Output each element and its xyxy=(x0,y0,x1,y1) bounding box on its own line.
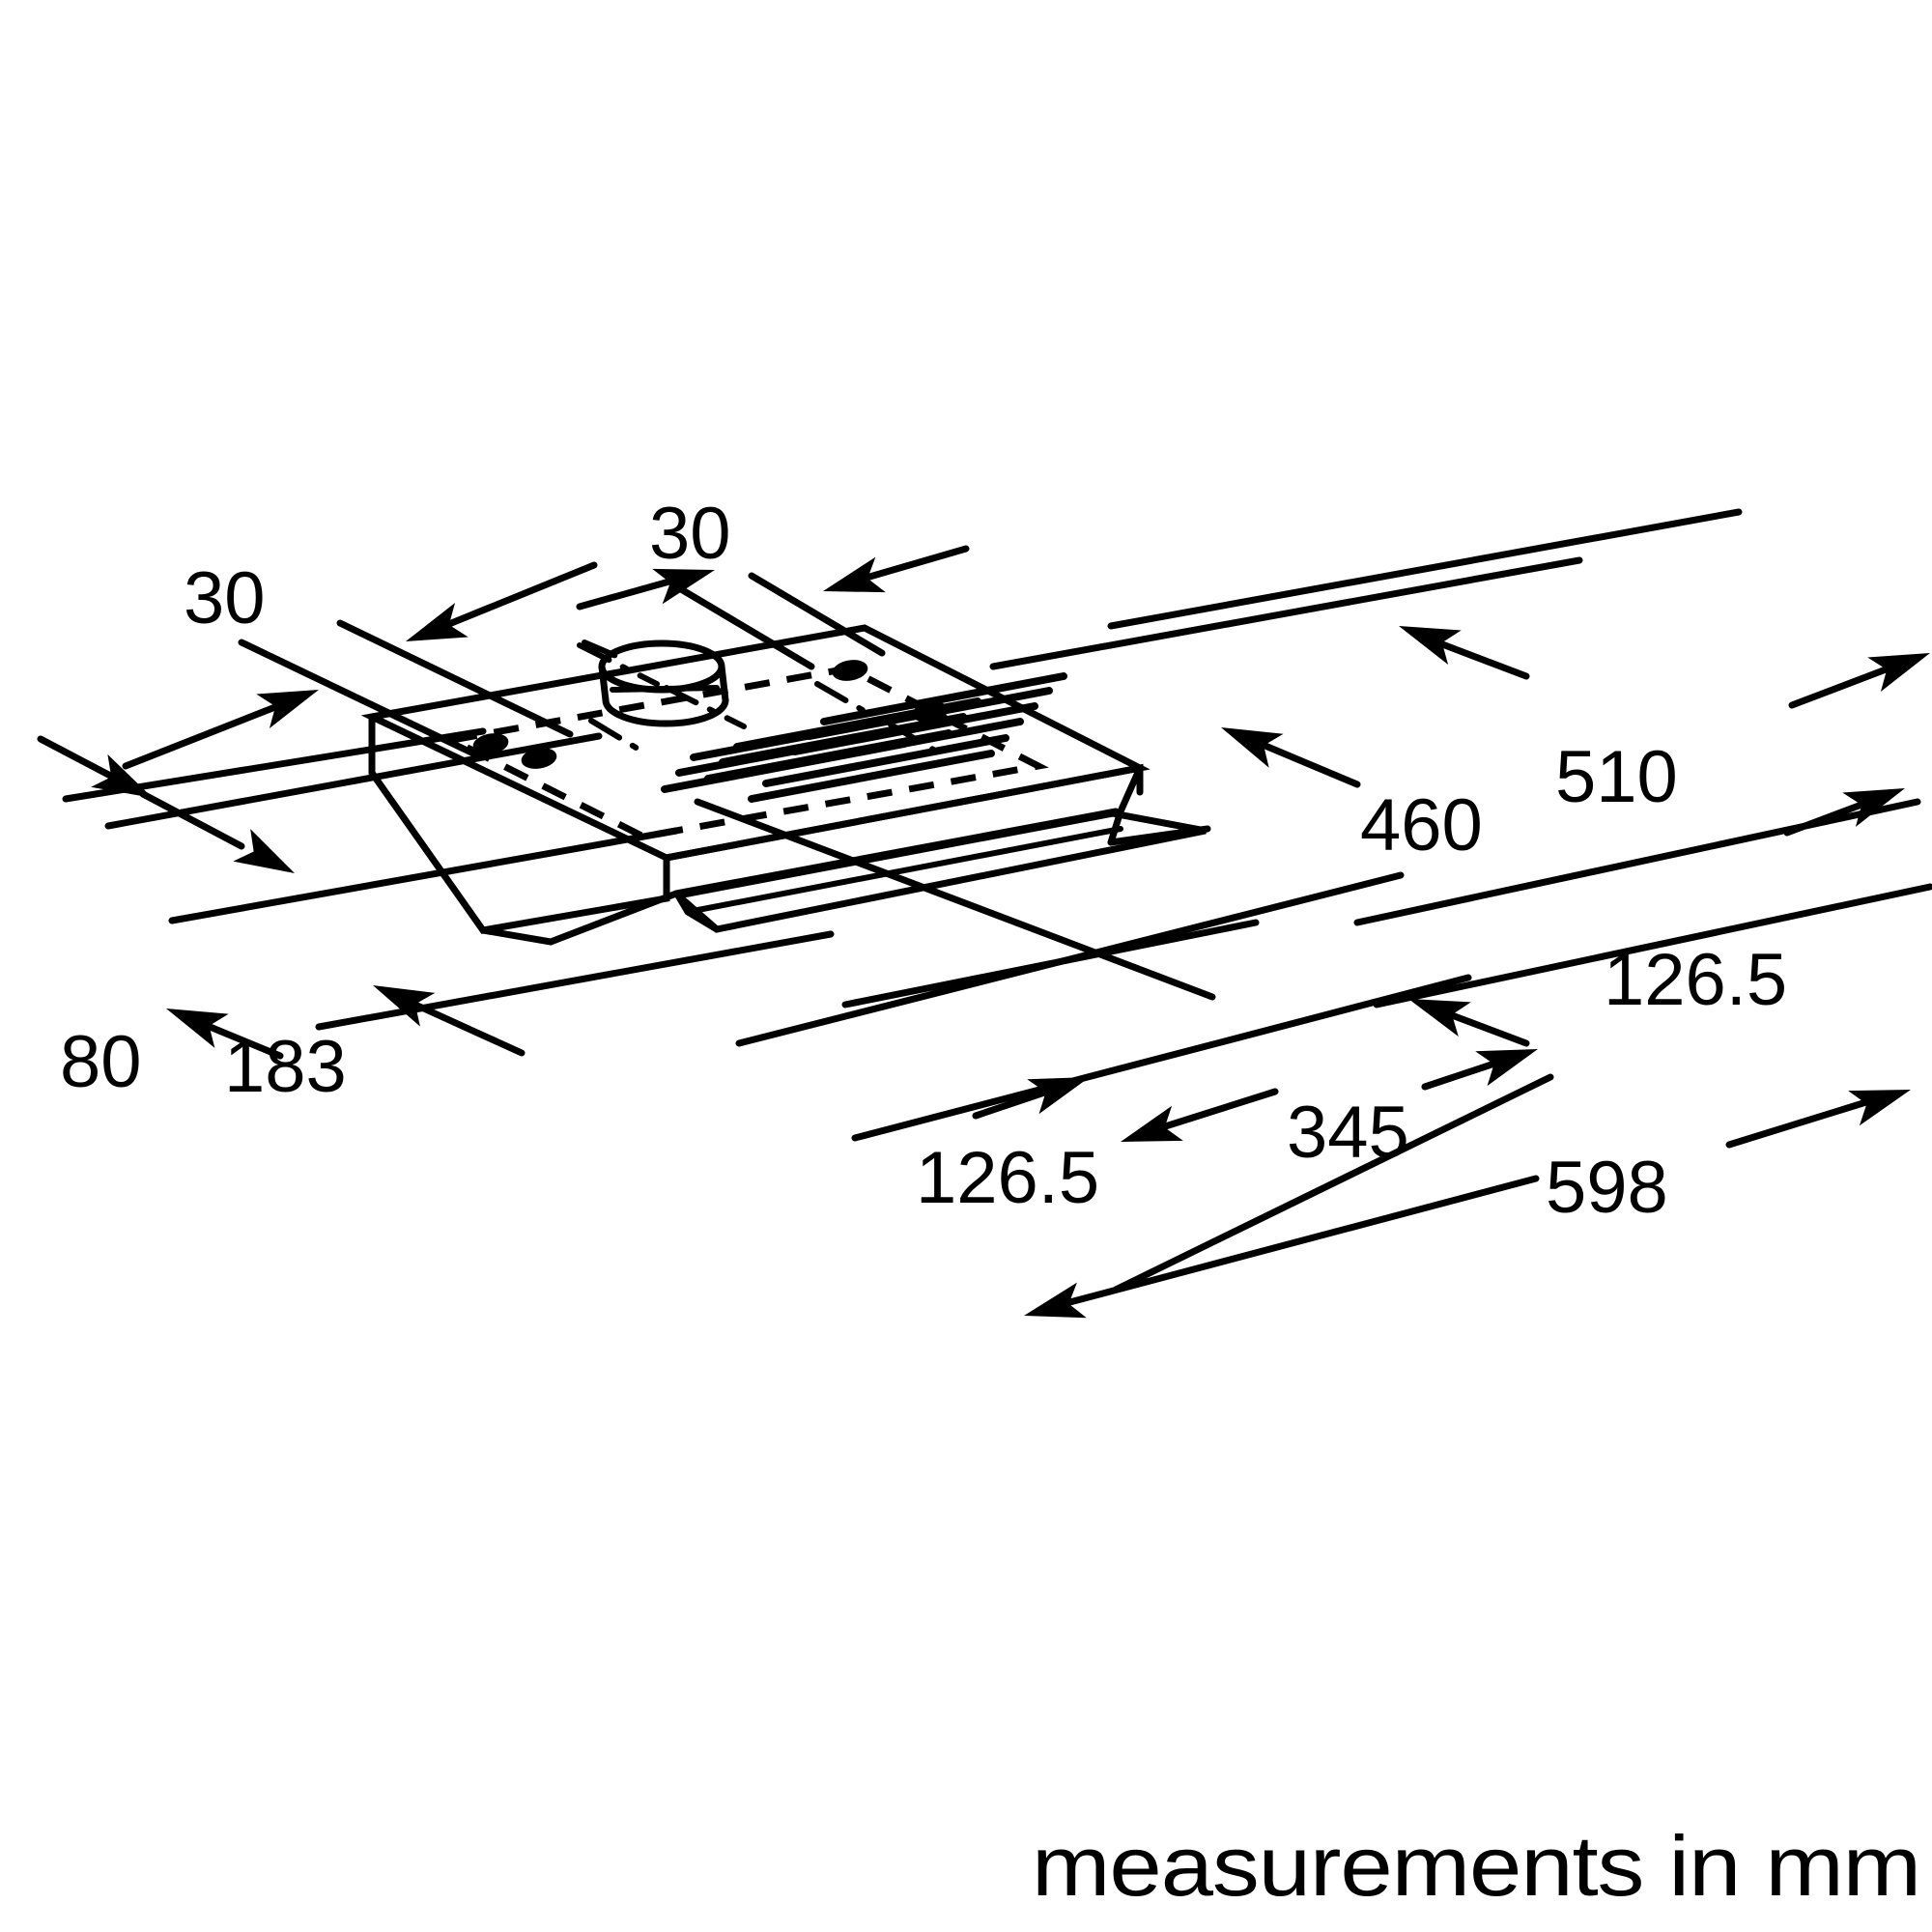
dim-345: 345 xyxy=(694,798,1545,1174)
front-visor-inner-edge xyxy=(685,826,1123,915)
dim-183-lead-in xyxy=(139,790,245,850)
outlet-bottom-arc xyxy=(602,696,729,727)
dim-30-center-arrow-out xyxy=(817,556,886,610)
dim-598-lead-in xyxy=(1059,1175,1540,1308)
dim-top-center-30: 30 xyxy=(576,493,970,670)
dim-label-510: 510 xyxy=(1555,736,1678,818)
dim-80-lead-in xyxy=(37,735,120,782)
dim-30-left-arrow-out xyxy=(399,603,469,659)
dim-598-arrow-right xyxy=(1848,1071,1917,1126)
dim-30-center-lead-in xyxy=(576,576,680,611)
dim-b1265-ext-b xyxy=(851,974,1472,1142)
dim-80-lead-out xyxy=(199,1020,284,1060)
hood-body xyxy=(360,624,1211,946)
dim-183-ext-a xyxy=(168,827,680,924)
dim-460-ext-line xyxy=(989,556,1583,670)
dim-510-lead-out xyxy=(1788,663,1897,709)
hood-front-panel xyxy=(663,763,1144,862)
dim-80-arrow-out xyxy=(158,991,229,1048)
dim-183-lead-out xyxy=(412,1001,526,1057)
dim-510-arrow-right xyxy=(1867,636,1932,692)
dim-30-left-lead-out xyxy=(436,561,598,632)
dim-30-left-ext-b xyxy=(336,619,574,738)
dim-label-80: 80 xyxy=(60,1021,142,1103)
dim-bottom-126-5: 126.5 xyxy=(735,871,1472,1219)
dim-30-left-lead-in xyxy=(122,699,289,770)
dim-top-left-30: 30 xyxy=(122,557,598,770)
dim-30-center-ext-a xyxy=(677,585,815,670)
outlet-wall-left xyxy=(598,663,610,704)
dim-label-30-center: 30 xyxy=(649,493,731,575)
hole-pattern-rectangle xyxy=(441,665,1049,840)
hood-front-chamfer xyxy=(479,890,680,946)
dim-598: 598 xyxy=(1019,1071,1917,1334)
dim-183: 183 xyxy=(139,790,835,1108)
grease-filter-grille xyxy=(661,672,1067,803)
dim-80-ext-b xyxy=(104,732,603,830)
dim-183-arrow-in xyxy=(233,829,303,890)
dim-345-ext-a xyxy=(694,798,1216,1001)
dim-label-598: 598 xyxy=(1546,1147,1668,1229)
air-outlet-spigot xyxy=(577,639,747,729)
outlet-wall-right xyxy=(718,663,729,704)
dim-b1265-lead-in xyxy=(972,1086,1057,1120)
dim-r1265-ext-b xyxy=(1373,883,1932,1009)
dim-598-arrow-left xyxy=(1019,1282,1087,1334)
dim-345-lead-in xyxy=(1155,1088,1279,1132)
dim-460-arrow-left xyxy=(1213,710,1284,768)
dim-460-arrow-right xyxy=(1392,609,1462,665)
dim-460-lead-in xyxy=(1257,740,1361,788)
mounting-hole-front-right xyxy=(912,701,949,723)
dim-460: 460 xyxy=(989,556,1583,867)
dim-right-126-5: 126.5 xyxy=(1353,771,1932,1047)
dim-598-ext-a xyxy=(1112,1073,1554,1293)
dim-345-lead-out xyxy=(1421,1059,1501,1091)
dim-460-lead-out xyxy=(1434,639,1530,680)
dim-label-30-left: 30 xyxy=(184,557,266,639)
dim-label-bottom-126-5: 126.5 xyxy=(916,1137,1099,1219)
mounting-hole-rear-right xyxy=(832,660,868,681)
dim-30-left-ext-a xyxy=(238,639,477,757)
dim-r1265-lead-in xyxy=(1440,1009,1530,1047)
dim-80: 80 xyxy=(37,727,603,1103)
dim-30-center-ext-b xyxy=(748,572,886,657)
measurement-units-note: measurements in mm xyxy=(1032,1818,1920,1914)
dim-label-183: 183 xyxy=(224,1026,347,1108)
dim-b1265-ext-a xyxy=(735,871,1405,1047)
dim-label-345: 345 xyxy=(1287,1092,1409,1174)
dim-345-arrow-left xyxy=(1115,1105,1183,1160)
dim-label-460: 460 xyxy=(1360,784,1483,867)
front-visor-outline xyxy=(670,810,1207,933)
dim-label-right-126-5: 126.5 xyxy=(1604,939,1787,1021)
dim-510: 510 xyxy=(1107,508,1932,818)
dim-598-lead-out xyxy=(1725,1097,1873,1149)
outlet-centerlines xyxy=(577,642,747,729)
dim-r1265-lead-out xyxy=(1783,798,1873,837)
visor-left-tab xyxy=(674,892,721,933)
dim-183-ext-b xyxy=(315,930,835,1031)
dim-30-center-lead-out xyxy=(856,545,970,583)
dim-510-ext-line xyxy=(1107,508,1743,630)
